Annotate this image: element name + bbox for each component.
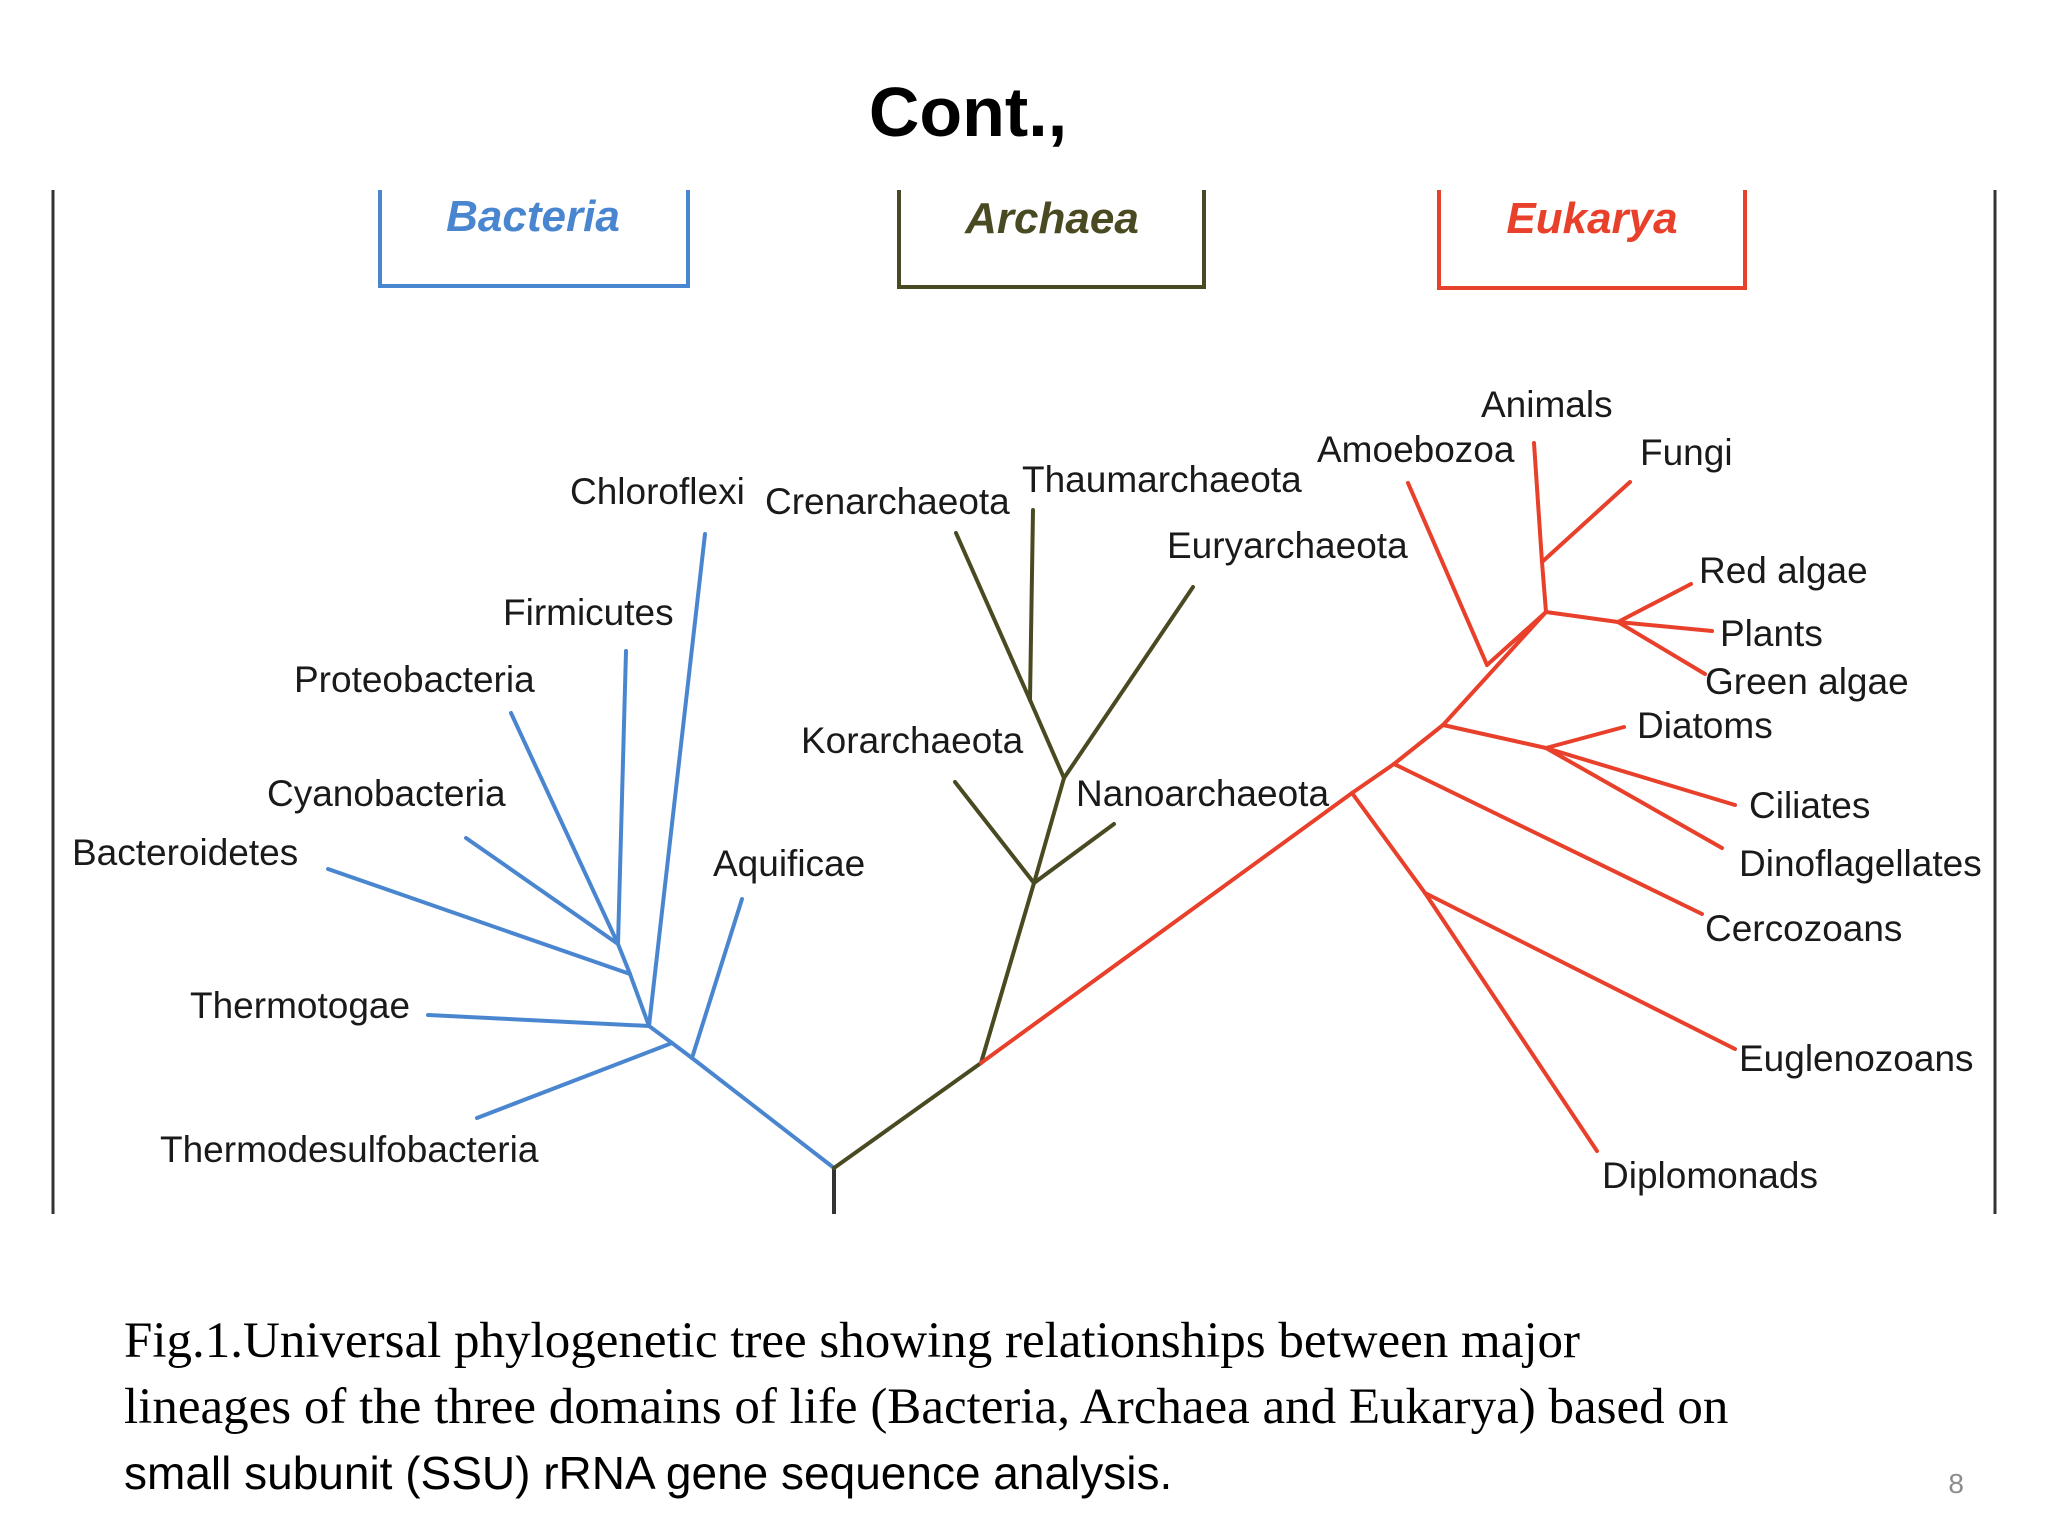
archaea-stem <box>832 1061 983 1170</box>
eukarya-branches <box>979 441 1737 1153</box>
eukarya-node-diplo <box>1350 791 1427 895</box>
eukarya-node-plantae <box>1544 610 1620 624</box>
taxon-label-ciliates: Ciliates <box>1749 785 1870 826</box>
branch-animals <box>1532 441 1544 564</box>
taxon-label-diplomonads: Diplomonads <box>1602 1155 1818 1196</box>
taxon-label-korarchaeota: Korarchaeota <box>801 720 1024 761</box>
taxon-label-euglenozoans: Euglenozoans <box>1739 1038 1974 1079</box>
taxon-label-red-algae: Red algae <box>1699 550 1868 591</box>
branch-chloroflexi <box>647 532 707 1028</box>
caption-line-2: lineages of the three domains of life (B… <box>124 1379 1729 1435</box>
taxon-label-aquificae: Aquificae <box>713 843 865 884</box>
branch-fungi <box>1540 480 1632 564</box>
taxon-label-crenarchaeota: Crenarchaeota <box>765 481 1010 522</box>
branch-diatoms <box>1544 725 1626 750</box>
branch-green-algae <box>1616 620 1707 676</box>
taxon-label-nanoarchaeota: Nanoarchaeota <box>1076 773 1329 814</box>
bacteria-domain-bracket <box>378 190 690 288</box>
taxon-label-animals: Animals <box>1481 384 1613 425</box>
taxon-label-green-algae: Green algae <box>1705 661 1909 702</box>
eukarya-stem-3 <box>1392 723 1445 766</box>
taxon-label-thermotogae: Thermotogae <box>190 985 410 1026</box>
taxon-label-amoebozoa: Amoebozoa <box>1317 429 1515 470</box>
taxon-label-thermodesulfobacteria: Thermodesulfobacteria <box>160 1129 539 1170</box>
branch-thaumarchaeota <box>1028 508 1035 702</box>
bacteria-branches <box>326 532 836 1170</box>
branch-red-algae <box>1616 582 1693 624</box>
eukarya-domain-bracket <box>1437 190 1747 290</box>
taxon-label-dinoflagellates: Dinoflagellates <box>1739 843 1982 884</box>
taxon-label-thaumarchaeota: Thaumarchaeota <box>1022 459 1302 500</box>
archaea-upper-trunk <box>1032 776 1066 885</box>
branch-thermotogae <box>426 1013 651 1028</box>
branch-bacteria-node-d <box>616 942 632 976</box>
branch-euryarchaeota <box>1062 585 1195 780</box>
eukarya-node-sar <box>1441 723 1548 750</box>
branch-plants <box>1616 620 1714 633</box>
taxon-label-fungi: Fungi <box>1640 432 1733 473</box>
taxon-label-proteobacteria: Proteobacteria <box>294 659 535 700</box>
archaea-trunk <box>979 881 1036 1065</box>
branch-bacteria-inner <box>670 1041 694 1060</box>
caption-line-3: small subunit (SSU) rRNA gene sequence a… <box>124 1447 1173 1499</box>
taxon-label-cyanobacteria: Cyanobacteria <box>267 773 506 814</box>
branch-cyanobacteria <box>464 836 620 946</box>
branch-crenarchaeota <box>954 531 1032 702</box>
archaea-node-cren-thaum <box>1028 698 1066 780</box>
taxon-label-cercozoans: Cercozoans <box>1705 908 1902 949</box>
eukarya-stem-4 <box>1441 610 1548 727</box>
taxon-label-plants: Plants <box>1720 613 1823 654</box>
branch-proteobacteria <box>509 711 620 946</box>
branch-diplomonads <box>1423 891 1599 1153</box>
taxon-label-euryarchaeota: Euryarchaeota <box>1167 525 1408 566</box>
branch-aquificae <box>690 897 744 1060</box>
archaea-domain-bracket <box>897 190 1206 289</box>
branch-euglenozoans <box>1423 891 1737 1051</box>
domain-label-bacteria: Bacteria <box>446 192 620 241</box>
taxon-label-diatoms: Diatoms <box>1637 705 1773 746</box>
domain-label-archaea: Archaea <box>964 194 1139 243</box>
branch-ciliates <box>1544 746 1737 807</box>
taxon-label-bacteroidetes: Bacteroidetes <box>72 832 298 873</box>
branch-bacteroidetes <box>326 867 632 976</box>
branch-korarchaeota <box>953 780 1036 885</box>
caption-line-1: Fig.1.Universal phylogenetic tree showin… <box>124 1313 1580 1369</box>
branch-nanoarchaeota <box>1032 822 1116 885</box>
slide-title: Cont., <box>868 73 1068 151</box>
taxon-label-chloroflexi: Chloroflexi <box>570 471 745 512</box>
taxon-label-firmicutes: Firmicutes <box>503 592 674 633</box>
eukarya-node-unikont <box>1485 610 1548 667</box>
branch-bacteria-node-c <box>628 972 651 1028</box>
page-number: 8 <box>1948 1468 1964 1499</box>
eukarya-stem <box>979 791 1354 1065</box>
branch-dinoflagellates <box>1544 746 1724 850</box>
figure-caption: Fig.1.Universal phylogenetic tree showin… <box>124 1308 1984 1506</box>
branch-amoebozoa <box>1406 481 1489 667</box>
branch-cercozoans <box>1392 762 1704 916</box>
archaea-branches <box>832 508 1195 1170</box>
branch-firmicutes <box>616 649 628 946</box>
bacteria-stem <box>690 1056 836 1170</box>
branch-thermodesulfobacteria <box>475 1041 674 1120</box>
branch-bacteria-node-b <box>647 1024 674 1045</box>
eukarya-stem-2 <box>1350 762 1396 795</box>
domain-label-eukarya: Eukarya <box>1506 194 1677 243</box>
eukarya-node-opistho <box>1540 560 1548 614</box>
